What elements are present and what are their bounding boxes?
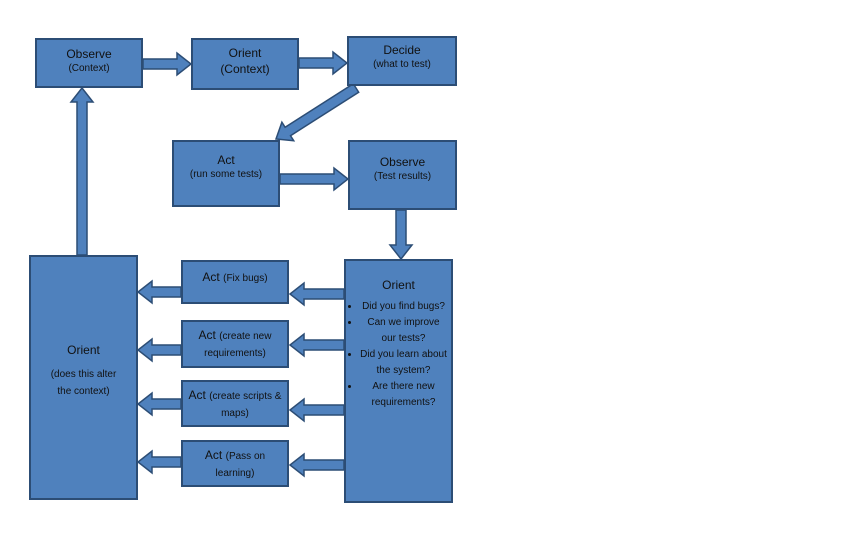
question-list: Did you find bugs? Can we improve our te… <box>346 299 451 411</box>
node-title: Act <box>188 388 206 402</box>
node-subtitle: (Pass on learning) <box>215 451 266 479</box>
arrow-act-to-observe <box>279 166 350 192</box>
node-subtitle: (does this alter the context) <box>50 369 117 397</box>
node-subtitle: (Test results) <box>373 171 432 182</box>
node-subtitle: (Context) <box>220 62 270 76</box>
node-subtitle: (create scripts & maps) <box>209 391 282 419</box>
question-item: Can we improve our tests? <box>360 315 447 347</box>
node-title: Observe <box>66 47 112 61</box>
orient-context-node: Orient (Context) <box>191 38 299 90</box>
arrow-orient-to-observe-context <box>69 86 95 256</box>
arrow-orient-to-fix-bugs <box>288 281 345 307</box>
observe-results-node: Observe (Test results) <box>348 140 457 210</box>
node-subtitle: (create new requirements) <box>204 331 272 359</box>
node-title: Act <box>202 270 220 284</box>
arrow-requirements-to-orient <box>136 337 182 363</box>
arrow-scripts-to-orient <box>136 391 182 417</box>
orient-questions-node: Orient Did you find bugs? Can we improve… <box>344 259 453 503</box>
node-title: Orient <box>67 343 100 357</box>
arrow-orient-to-scripts <box>288 397 345 423</box>
node-title: Decide <box>383 43 421 57</box>
node-subtitle: (Context) <box>68 63 110 74</box>
node-subtitle: (run some tests) <box>189 169 263 180</box>
arrow-pass-learning-to-orient <box>136 449 182 475</box>
act-create-scripts-node: Act (create scripts & maps) <box>181 380 289 427</box>
arrow-orient-to-pass-learning <box>288 452 345 478</box>
question-item: Did you learn about the system? <box>360 347 447 379</box>
act-run-tests-node: Act (run some tests) <box>172 140 280 207</box>
act-fix-bugs-node: Act (Fix bugs) <box>181 260 289 304</box>
arrow-observe-to-orient <box>142 51 193 77</box>
arrow-orient-to-requirements <box>288 332 345 358</box>
node-title: Act <box>204 448 223 462</box>
orient-alter-context-node: Orient (does this alter the context) <box>29 255 138 500</box>
question-item: Did you find bugs? <box>360 299 447 315</box>
arrow-fix-bugs-to-orient <box>136 279 182 305</box>
node-title: Observe <box>379 155 426 169</box>
node-title: Orient <box>382 278 415 292</box>
node-title: Act <box>198 328 216 342</box>
node-title: Act <box>217 153 235 167</box>
node-title: Orient <box>228 46 262 60</box>
act-pass-learning-node: Act (Pass on learning) <box>181 440 289 487</box>
arrow-decide-to-act <box>274 82 360 142</box>
decide-node: Decide (what to test) <box>347 36 457 86</box>
observe-context-node: Observe (Context) <box>35 38 143 88</box>
question-item: Are there new requirements? <box>360 379 447 411</box>
act-create-requirements-node: Act (create new requirements) <box>181 320 289 368</box>
arrow-observe-to-orient-questions <box>388 209 414 261</box>
node-subtitle: (what to test) <box>373 59 431 70</box>
arrow-orient-to-decide <box>298 50 349 76</box>
node-subtitle: (Fix bugs) <box>223 273 268 284</box>
